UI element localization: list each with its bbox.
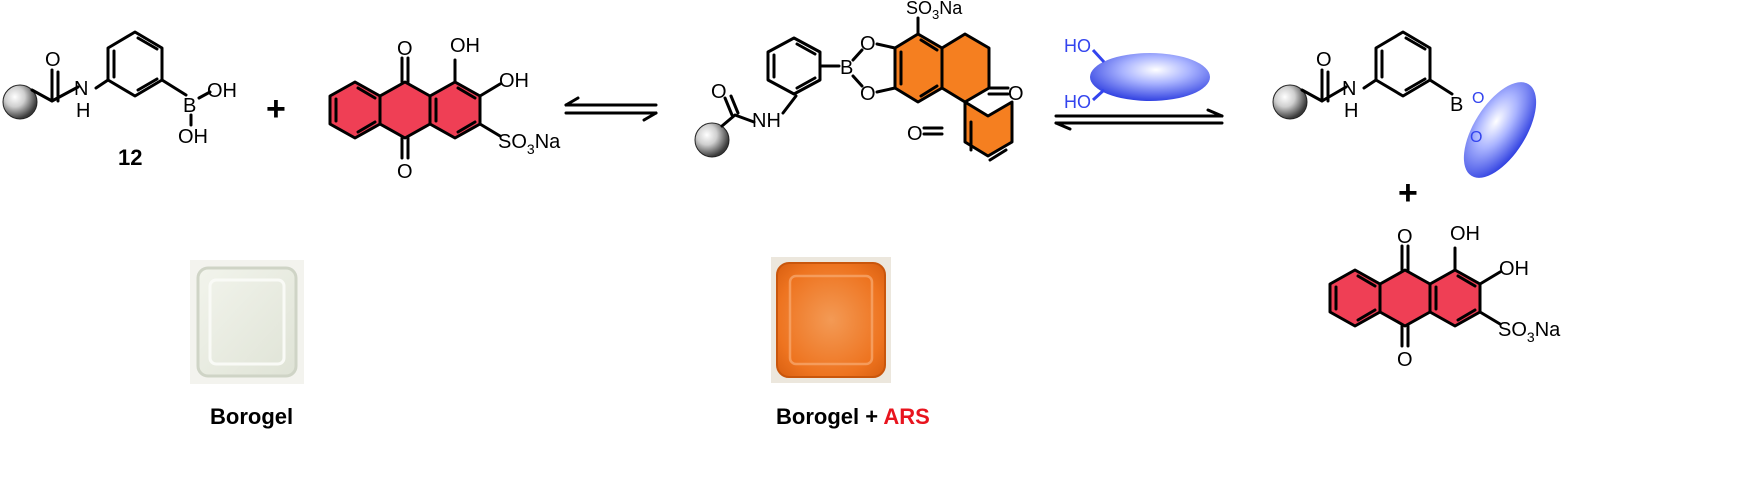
product-o2-label: O (1470, 129, 1482, 146)
boron-label: B (183, 95, 196, 117)
ars-oh-2-label: OH (499, 70, 529, 92)
ars-bottom-oxygen: O (397, 161, 413, 183)
ars2-oh-1-label: OH (1450, 223, 1480, 245)
equilibrium-arrow-1 (564, 96, 658, 122)
diol-ho-2-label: HO (1064, 92, 1091, 112)
polymer-bead-sphere-2 (694, 122, 730, 158)
borogel-ars-photo (771, 257, 891, 383)
amide-nh-label-2: NH (752, 110, 781, 132)
ars2-bottom-oxygen: O (1397, 349, 1413, 371)
diol-ellipse (1090, 53, 1210, 101)
amide-n-label-3: N (1342, 78, 1356, 100)
boron-label-2: B (840, 57, 853, 79)
ars-caption-highlight: ARS (883, 404, 930, 429)
ars-oh-1-label: OH (450, 35, 480, 57)
polymer-bead-sphere (2, 84, 38, 120)
diol-boronate-product: O N H B O O (1272, 30, 1537, 178)
boronic-oh-2-label: OH (178, 126, 208, 148)
borogel-caption: Borogel (210, 404, 294, 429)
complex-so3na-label: SO3Na (906, 0, 963, 22)
borogel-photo (190, 260, 304, 384)
complex-o1-label: O (860, 33, 876, 55)
ars-reactant: O O OH OH SO3Na (328, 35, 561, 183)
carbonyl-oxygen-label: O (45, 49, 61, 71)
amide-n-label: N (74, 78, 88, 100)
ars-top-oxygen: O (397, 38, 413, 60)
product-o1-label: O (1472, 90, 1484, 107)
compound-number-label: 12 (118, 145, 142, 170)
ars-so3na-label: SO3Na (498, 131, 561, 157)
plus-sign-2: + (1398, 174, 1418, 212)
borogel-ars-caption-prefix: Borogel + (776, 404, 884, 429)
diol-reagent: HO HO (1064, 36, 1210, 112)
complex-oxygen-right: O (1008, 83, 1024, 105)
diol-ho-1-label: HO (1064, 36, 1091, 56)
plus-sign-1: + (266, 90, 286, 128)
polymer-bead-sphere-3 (1272, 84, 1308, 120)
amide-h-label: H (76, 100, 90, 122)
ars2-so3na-label: SO3Na (1498, 319, 1561, 345)
boronic-oh-1-label: OH (207, 80, 237, 102)
boron-label-3: B (1450, 94, 1463, 116)
borogel-ars-caption: Borogel + ARS (776, 404, 930, 430)
ars-released: O O OH OH SO3Na (1328, 223, 1561, 371)
amide-h-label-3: H (1344, 100, 1358, 122)
compound-12: O N H B OH OH 12 (2, 30, 237, 170)
equilibrium-arrow-2 (1054, 108, 1224, 131)
complex-oxygen-left: O (907, 123, 923, 145)
boronate-complex: O NH B O O SO3Na O O (694, 0, 1024, 162)
ars2-top-oxygen: O (1397, 226, 1413, 248)
carbonyl-oxygen-label-2: O (711, 81, 727, 103)
ars2-oh-2-label: OH (1499, 258, 1529, 280)
carbonyl-oxygen-label-3: O (1316, 49, 1332, 71)
product-diol-ellipse (1463, 82, 1537, 178)
complex-o2-label: O (860, 83, 876, 105)
